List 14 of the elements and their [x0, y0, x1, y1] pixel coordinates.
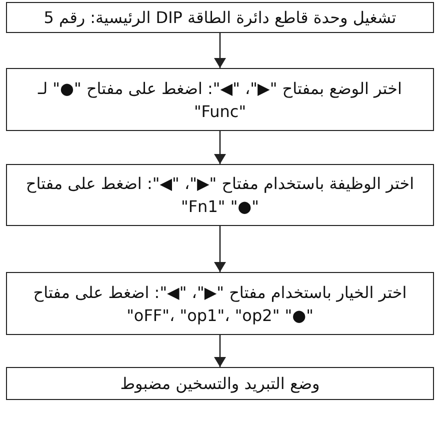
process-box — [6, 367, 434, 400]
step-text: اختر الوظيفة باستخدام مفتاح "▶"، "◀": اضغط على مفتاح "●" "Fn1" — [24, 173, 416, 218]
arrow — [214, 226, 226, 272]
step-text: اختر الخيار باستخدام مفتاح "▶"، "◀": اضغط على مفتاح "●" "oFF"، "op1"، "op2" — [32, 282, 408, 326]
arrow — [214, 33, 226, 68]
process-box — [6, 272, 434, 335]
step-text: تشغيل وحدة قاطع دائرة الطاقة DIP الرئيسية: رقم 5 — [42, 7, 398, 29]
step-text: اختر الوضع بمفتاح "▶"، "◀": اضغط على مفتاح "●" لـ "Func" — [36, 78, 403, 122]
step-text: وضع التبريد والتسخين مضبوط — [119, 373, 321, 395]
process-box — [6, 2, 434, 33]
arrow — [214, 131, 226, 164]
arrow — [214, 335, 226, 367]
process-box — [6, 68, 434, 131]
process-box — [6, 164, 434, 226]
